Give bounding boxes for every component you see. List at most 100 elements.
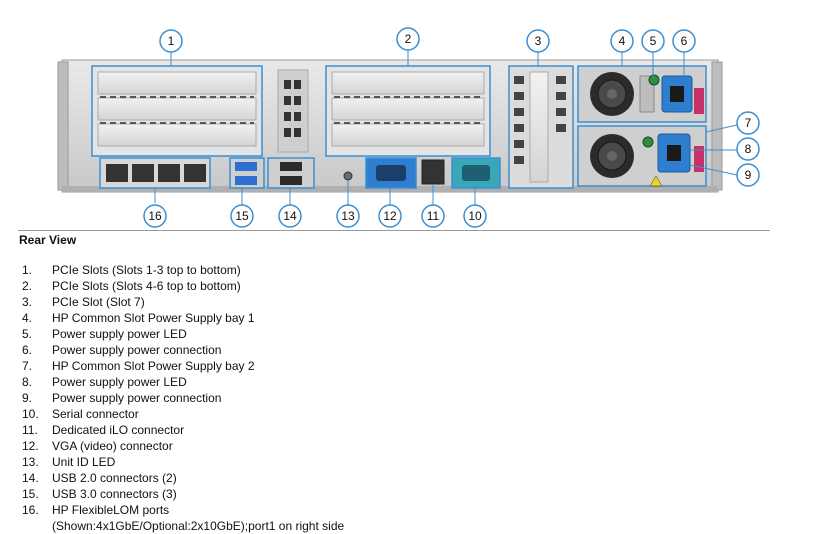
callout-label-15: 15	[235, 209, 249, 223]
callout-15	[230, 204, 254, 228]
legend-number: 7.	[22, 359, 33, 373]
legend-number: 1.	[22, 263, 33, 277]
legend-text: Serial connector	[52, 407, 139, 421]
legend-text: Power supply power LED	[52, 327, 187, 341]
callout-6	[672, 29, 696, 53]
legend-item: 9. Power supply power connection	[22, 390, 344, 406]
callout-label-2: 2	[405, 32, 412, 46]
legend-number: 12.	[22, 439, 39, 453]
legend-text: USB 3.0 connectors (3)	[52, 487, 177, 501]
pcie-slots-4-6	[325, 65, 491, 157]
legend-item: 15. USB 3.0 connectors (3)	[22, 486, 344, 502]
legend-item: 3. PCIe Slot (Slot 7)	[22, 294, 344, 310]
legend-text: Power supply power connection	[52, 391, 222, 405]
legend-list: 1. PCIe Slots (Slots 1-3 top to bottom) 2…	[22, 262, 344, 534]
legend-item: 5. Power supply power LED	[22, 326, 344, 342]
leader-lines	[154, 50, 738, 205]
unit-id-led	[343, 171, 353, 181]
callout-11	[421, 204, 445, 228]
center-vent	[277, 69, 309, 153]
server-rear-diagram: 1 2 3 4 5 6 7 8 9 10 11 12 13 14 15 16	[57, 27, 760, 228]
callout-3	[526, 29, 550, 53]
callout-5	[641, 29, 665, 53]
legend-item: 10. Serial connector	[22, 406, 344, 422]
power-supply-bay-1	[577, 65, 707, 123]
legend-number: 6.	[22, 343, 33, 357]
legend-item: 13. Unit ID LED	[22, 454, 344, 470]
callout-label-16: 16	[148, 209, 162, 223]
legend-number: 10.	[22, 407, 39, 421]
legend-item: 4. HP Common Slot Power Supply bay 1	[22, 310, 344, 326]
legend-item: 14. USB 2.0 connectors (2)	[22, 470, 344, 486]
callout-7	[736, 111, 760, 135]
ilo-connector	[421, 159, 445, 185]
callout-label-4: 4	[619, 34, 626, 48]
legend-number: 8.	[22, 375, 33, 389]
legend-item: 2. PCIe Slots (Slots 4-6 top to bottom)	[22, 278, 344, 294]
flexiblelom-ports	[99, 157, 211, 189]
power-supply-bay-2	[577, 125, 707, 187]
legend-number: 14.	[22, 471, 39, 485]
legend-number: 5.	[22, 327, 33, 341]
legend-number: 16.	[22, 503, 39, 517]
callout-label-8: 8	[745, 142, 752, 156]
callout-label-12: 12	[383, 209, 397, 223]
callout-label-1: 1	[168, 34, 175, 48]
section-title: Rear View	[19, 233, 77, 247]
legend-text: HP Common Slot Power Supply bay 2	[52, 359, 255, 373]
legend-number: 4.	[22, 311, 33, 325]
pcie-slots-1-3	[91, 65, 263, 157]
callout-14	[278, 204, 302, 228]
legend-item: 1. PCIe Slots (Slots 1-3 top to bottom)	[22, 262, 344, 278]
callout-label-9: 9	[745, 168, 752, 182]
legend-text: HP FlexibleLOM ports	[52, 503, 170, 517]
callout-label-3: 3	[535, 34, 542, 48]
callout-label-7: 7	[745, 116, 752, 130]
vga-connector	[365, 157, 417, 189]
legend-text: PCIe Slots (Slots 4-6 top to bottom)	[52, 279, 241, 293]
callout-13	[336, 204, 360, 228]
callout-label-14: 14	[283, 209, 297, 223]
usb-3-connectors	[229, 157, 265, 189]
callout-label-5: 5	[650, 34, 657, 48]
legend-number: 3.	[22, 295, 33, 309]
pcie-slot-7	[508, 65, 574, 189]
legend-text: Dedicated iLO connector	[52, 423, 185, 437]
power-led-1	[648, 74, 660, 86]
callout-markers	[143, 27, 760, 228]
legend-number: 2.	[22, 279, 33, 293]
legend-item: 16. HP FlexibleLOM ports (Shown:4x1GbE/Opt…	[22, 502, 344, 534]
callout-1	[159, 29, 183, 53]
callout-8	[736, 137, 760, 161]
callout-4	[610, 29, 634, 53]
callout-16	[143, 204, 167, 228]
legend-item: 6. Power supply power connection	[22, 342, 344, 358]
legend-item: 12. VGA (video) connector	[22, 438, 344, 454]
legend-text: PCIe Slots (Slots 1-3 top to bottom)	[52, 263, 241, 277]
legend-number: 13.	[22, 455, 39, 469]
power-led-2	[642, 136, 654, 148]
legend-number: 11.	[22, 423, 38, 437]
legend-text: Power supply power connection	[52, 343, 222, 357]
legend-text: USB 2.0 connectors (2)	[52, 471, 177, 485]
legend-text: Unit ID LED	[52, 455, 116, 469]
legend-item: 8. Power supply power LED	[22, 374, 344, 390]
callout-10	[463, 204, 487, 228]
legend-item: 7. HP Common Slot Power Supply bay 2	[22, 358, 344, 374]
legend-number: 9.	[22, 391, 33, 405]
legend-number: 15.	[22, 487, 39, 501]
callout-9	[736, 163, 760, 187]
usb-2-connectors	[267, 157, 315, 189]
callout-label-10: 10	[468, 209, 482, 223]
legend-text: VGA (video) connector	[52, 439, 173, 453]
callout-label-11: 11	[427, 209, 440, 223]
callout-12	[378, 204, 402, 228]
callout-label-6: 6	[681, 34, 688, 48]
callout-label-13: 13	[341, 209, 355, 223]
legend-item: 11. Dedicated iLO connector	[22, 422, 344, 438]
legend-text: PCIe Slot (Slot 7)	[52, 295, 145, 309]
legend-text: Power supply power LED	[52, 375, 187, 389]
section-divider	[18, 230, 770, 231]
legend-text-continued: (Shown:4x1GbE/Optional:2x10GbE);port1 on…	[52, 519, 345, 533]
legend-text: HP Common Slot Power Supply bay 1	[52, 311, 255, 325]
